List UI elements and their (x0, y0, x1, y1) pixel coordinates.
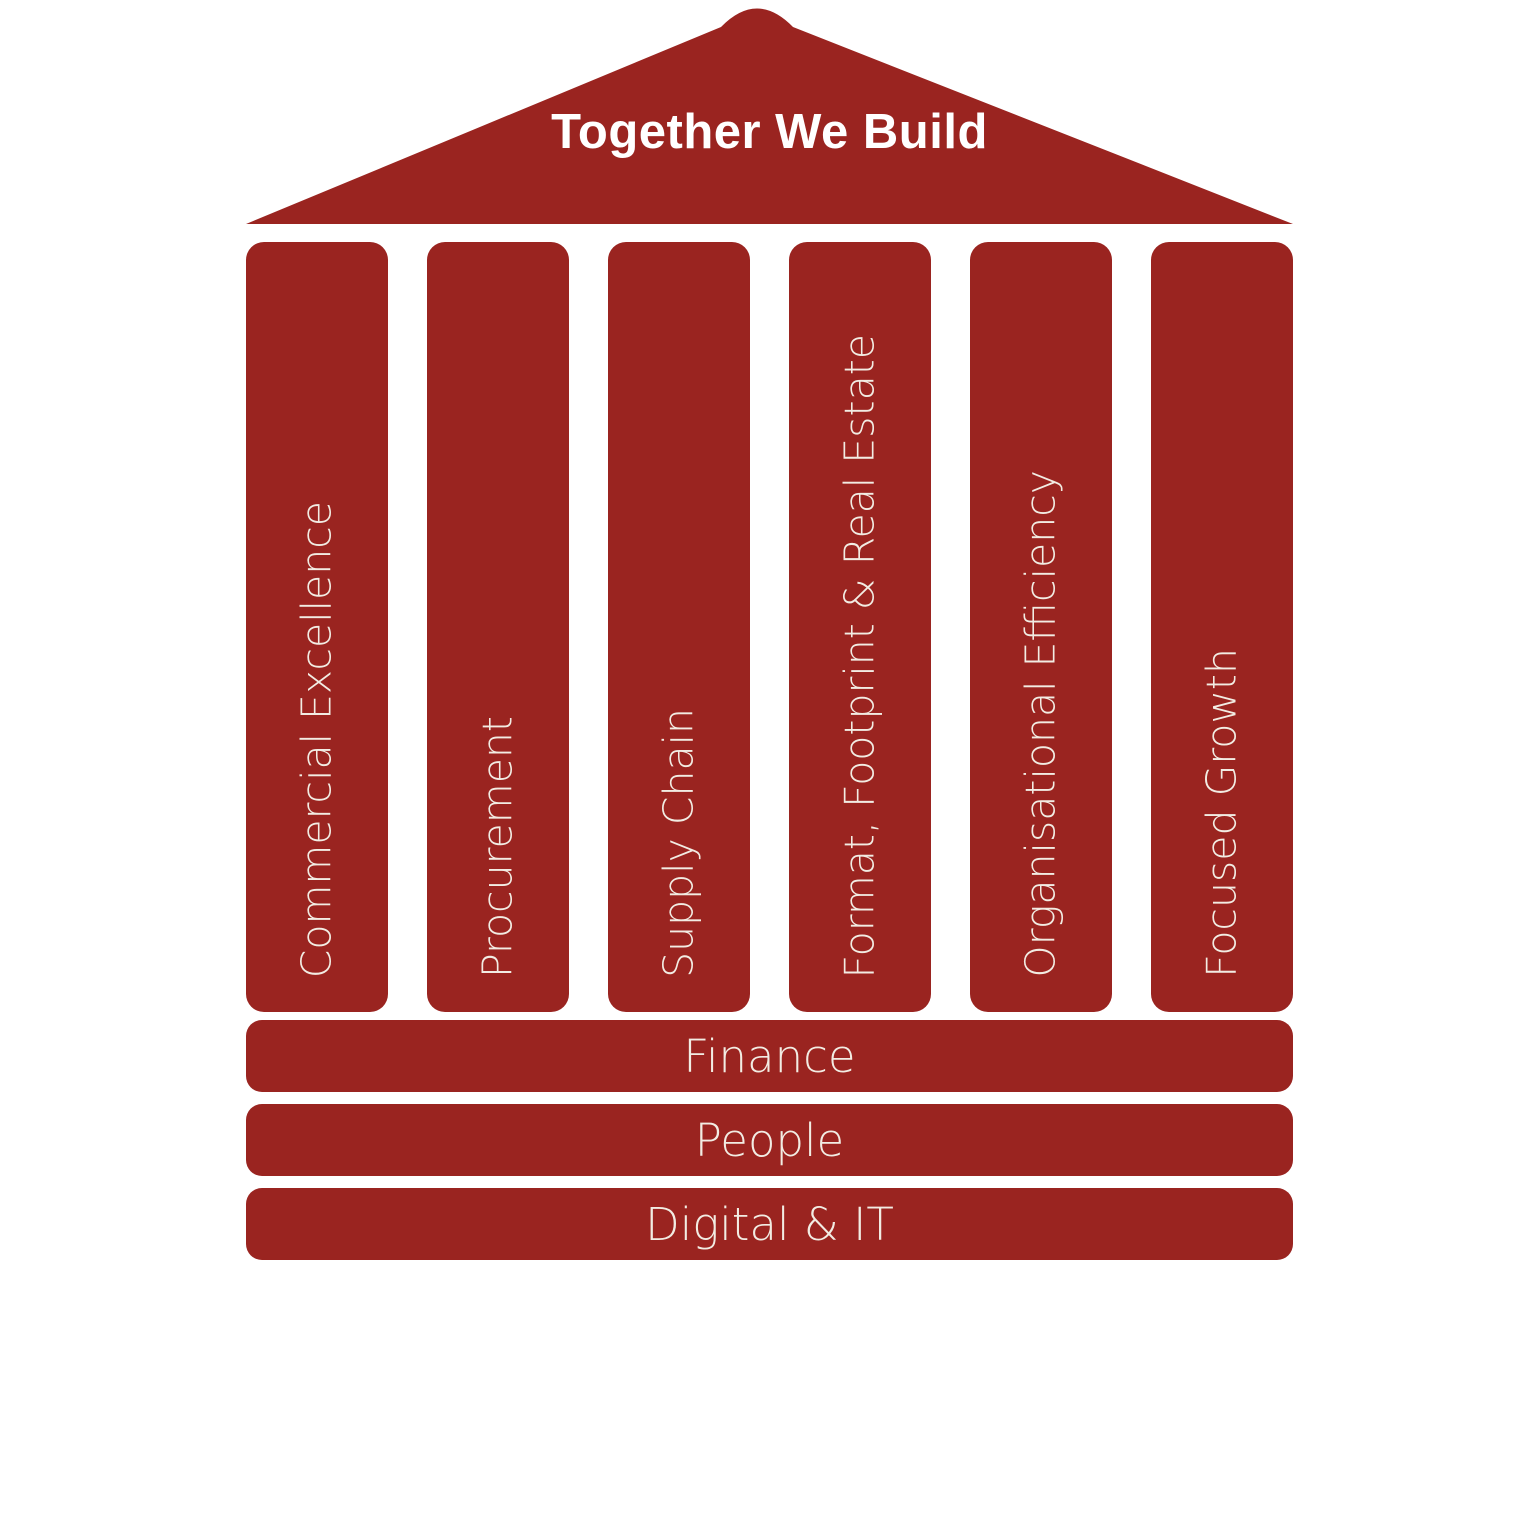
foundation-bar-people: People (246, 1104, 1293, 1176)
pillar-row: Commercial Excellence Procurement Supply… (246, 242, 1293, 1012)
pillar-label: Commercial Excellence (292, 500, 341, 978)
foundation-label: Digital & IT (645, 1197, 894, 1251)
pillar-label: Focused Growth (1197, 648, 1246, 978)
roof-triangle-shape (246, 8, 1293, 224)
roof-pediment: Together We Build (246, 4, 1293, 224)
pillar-label: Procurement (473, 716, 522, 978)
pillar-procurement: Procurement (427, 242, 569, 1012)
foundation-bar-finance: Finance (246, 1020, 1293, 1092)
pillar-focused-growth: Focused Growth (1151, 242, 1293, 1012)
pillar-format-footprint-real-estate: Format, Footprint & Real Estate (789, 242, 931, 1012)
pillar-label: Organisational Efficiency (1016, 470, 1065, 978)
foundation-label: People (694, 1113, 845, 1167)
roof-title: Together We Build (551, 105, 988, 159)
foundation-bar-digital-it: Digital & IT (246, 1188, 1293, 1260)
pillar-label: Format, Footprint & Real Estate (835, 333, 884, 978)
pillar-commercial-excellence: Commercial Excellence (246, 242, 388, 1012)
foundation-label: Finance (683, 1029, 856, 1083)
pillar-label: Supply Chain (654, 708, 703, 978)
pillar-organisational-efficiency: Organisational Efficiency (970, 242, 1112, 1012)
pillar-supply-chain: Supply Chain (608, 242, 750, 1012)
